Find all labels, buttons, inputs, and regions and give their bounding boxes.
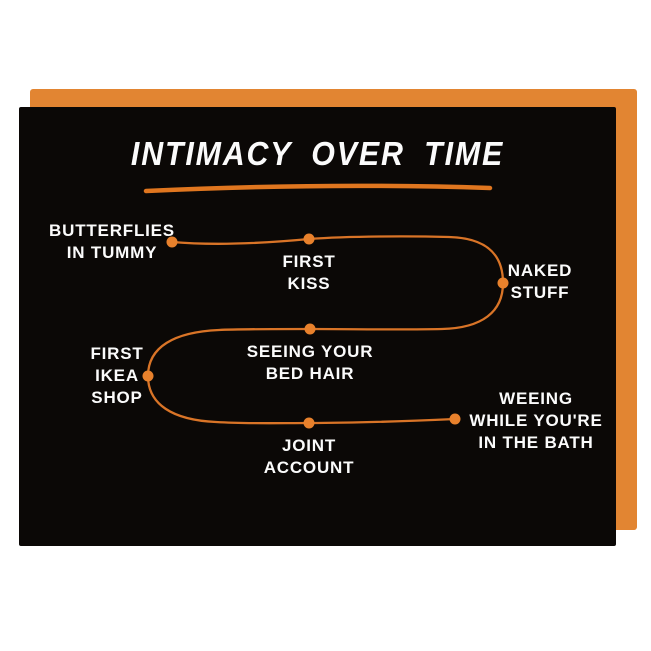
greeting-card: INTIMACY OVER TIME BUTTERFLIES IN TUMMY … bbox=[19, 107, 616, 546]
milestone-dot-weeing-while-youre-in-the-bath bbox=[449, 413, 461, 425]
milestone-line: SEEING YOUR bbox=[246, 342, 374, 361]
milestone-line: IN TUMMY bbox=[66, 243, 158, 262]
milestone-dot-seeing-your-bed-hair bbox=[304, 323, 316, 335]
milestone-line: IKEA bbox=[95, 366, 139, 385]
milestone-line: STUFF bbox=[510, 283, 570, 302]
milestone-line: FIRST bbox=[282, 252, 336, 271]
milestone-line: FIRST bbox=[90, 344, 144, 363]
card-title: INTIMACY OVER TIME bbox=[130, 135, 505, 172]
milestone-label-seeing-your-bed-hair: SEEING YOUR BED HAIR bbox=[247, 341, 374, 385]
timeline-graphic bbox=[142, 233, 509, 429]
milestone-line: WEEING bbox=[499, 389, 573, 408]
milestone-label-first-ikea-shop: FIRST IKEA SHOP bbox=[90, 343, 143, 409]
milestone-line: WHILE YOU'RE bbox=[469, 411, 603, 430]
milestone-line: SHOP bbox=[91, 388, 143, 407]
title-underline bbox=[143, 183, 492, 194]
milestone-dot-first-kiss bbox=[303, 233, 315, 245]
milestone-label-first-kiss: FIRST KISS bbox=[282, 251, 335, 295]
title-underline-stroke bbox=[143, 183, 492, 194]
milestone-line: KISS bbox=[287, 274, 331, 293]
milestone-dot-butterflies-in-tummy bbox=[166, 236, 178, 248]
milestone-label-joint-account: JOINT ACCOUNT bbox=[264, 435, 355, 479]
milestone-label-weeing-while-youre-in-the-bath: WEEING WHILE YOU'RE IN THE BATH bbox=[469, 388, 602, 454]
milestone-dot-first-ikea-shop bbox=[142, 370, 154, 382]
milestone-line: JOINT bbox=[281, 436, 337, 455]
milestone-dot-naked-stuff bbox=[497, 277, 509, 289]
milestone-dot-joint-account bbox=[303, 417, 315, 429]
milestone-label-butterflies-in-tummy: BUTTERFLIES IN TUMMY bbox=[49, 220, 175, 264]
milestone-line: NAKED bbox=[507, 261, 573, 280]
milestone-line: BUTTERFLIES bbox=[49, 221, 175, 240]
milestone-line: IN THE BATH bbox=[478, 433, 594, 452]
milestone-line: ACCOUNT bbox=[263, 458, 355, 477]
milestone-line: BED HAIR bbox=[265, 364, 355, 383]
milestone-label-naked-stuff: NAKED STUFF bbox=[508, 260, 572, 304]
